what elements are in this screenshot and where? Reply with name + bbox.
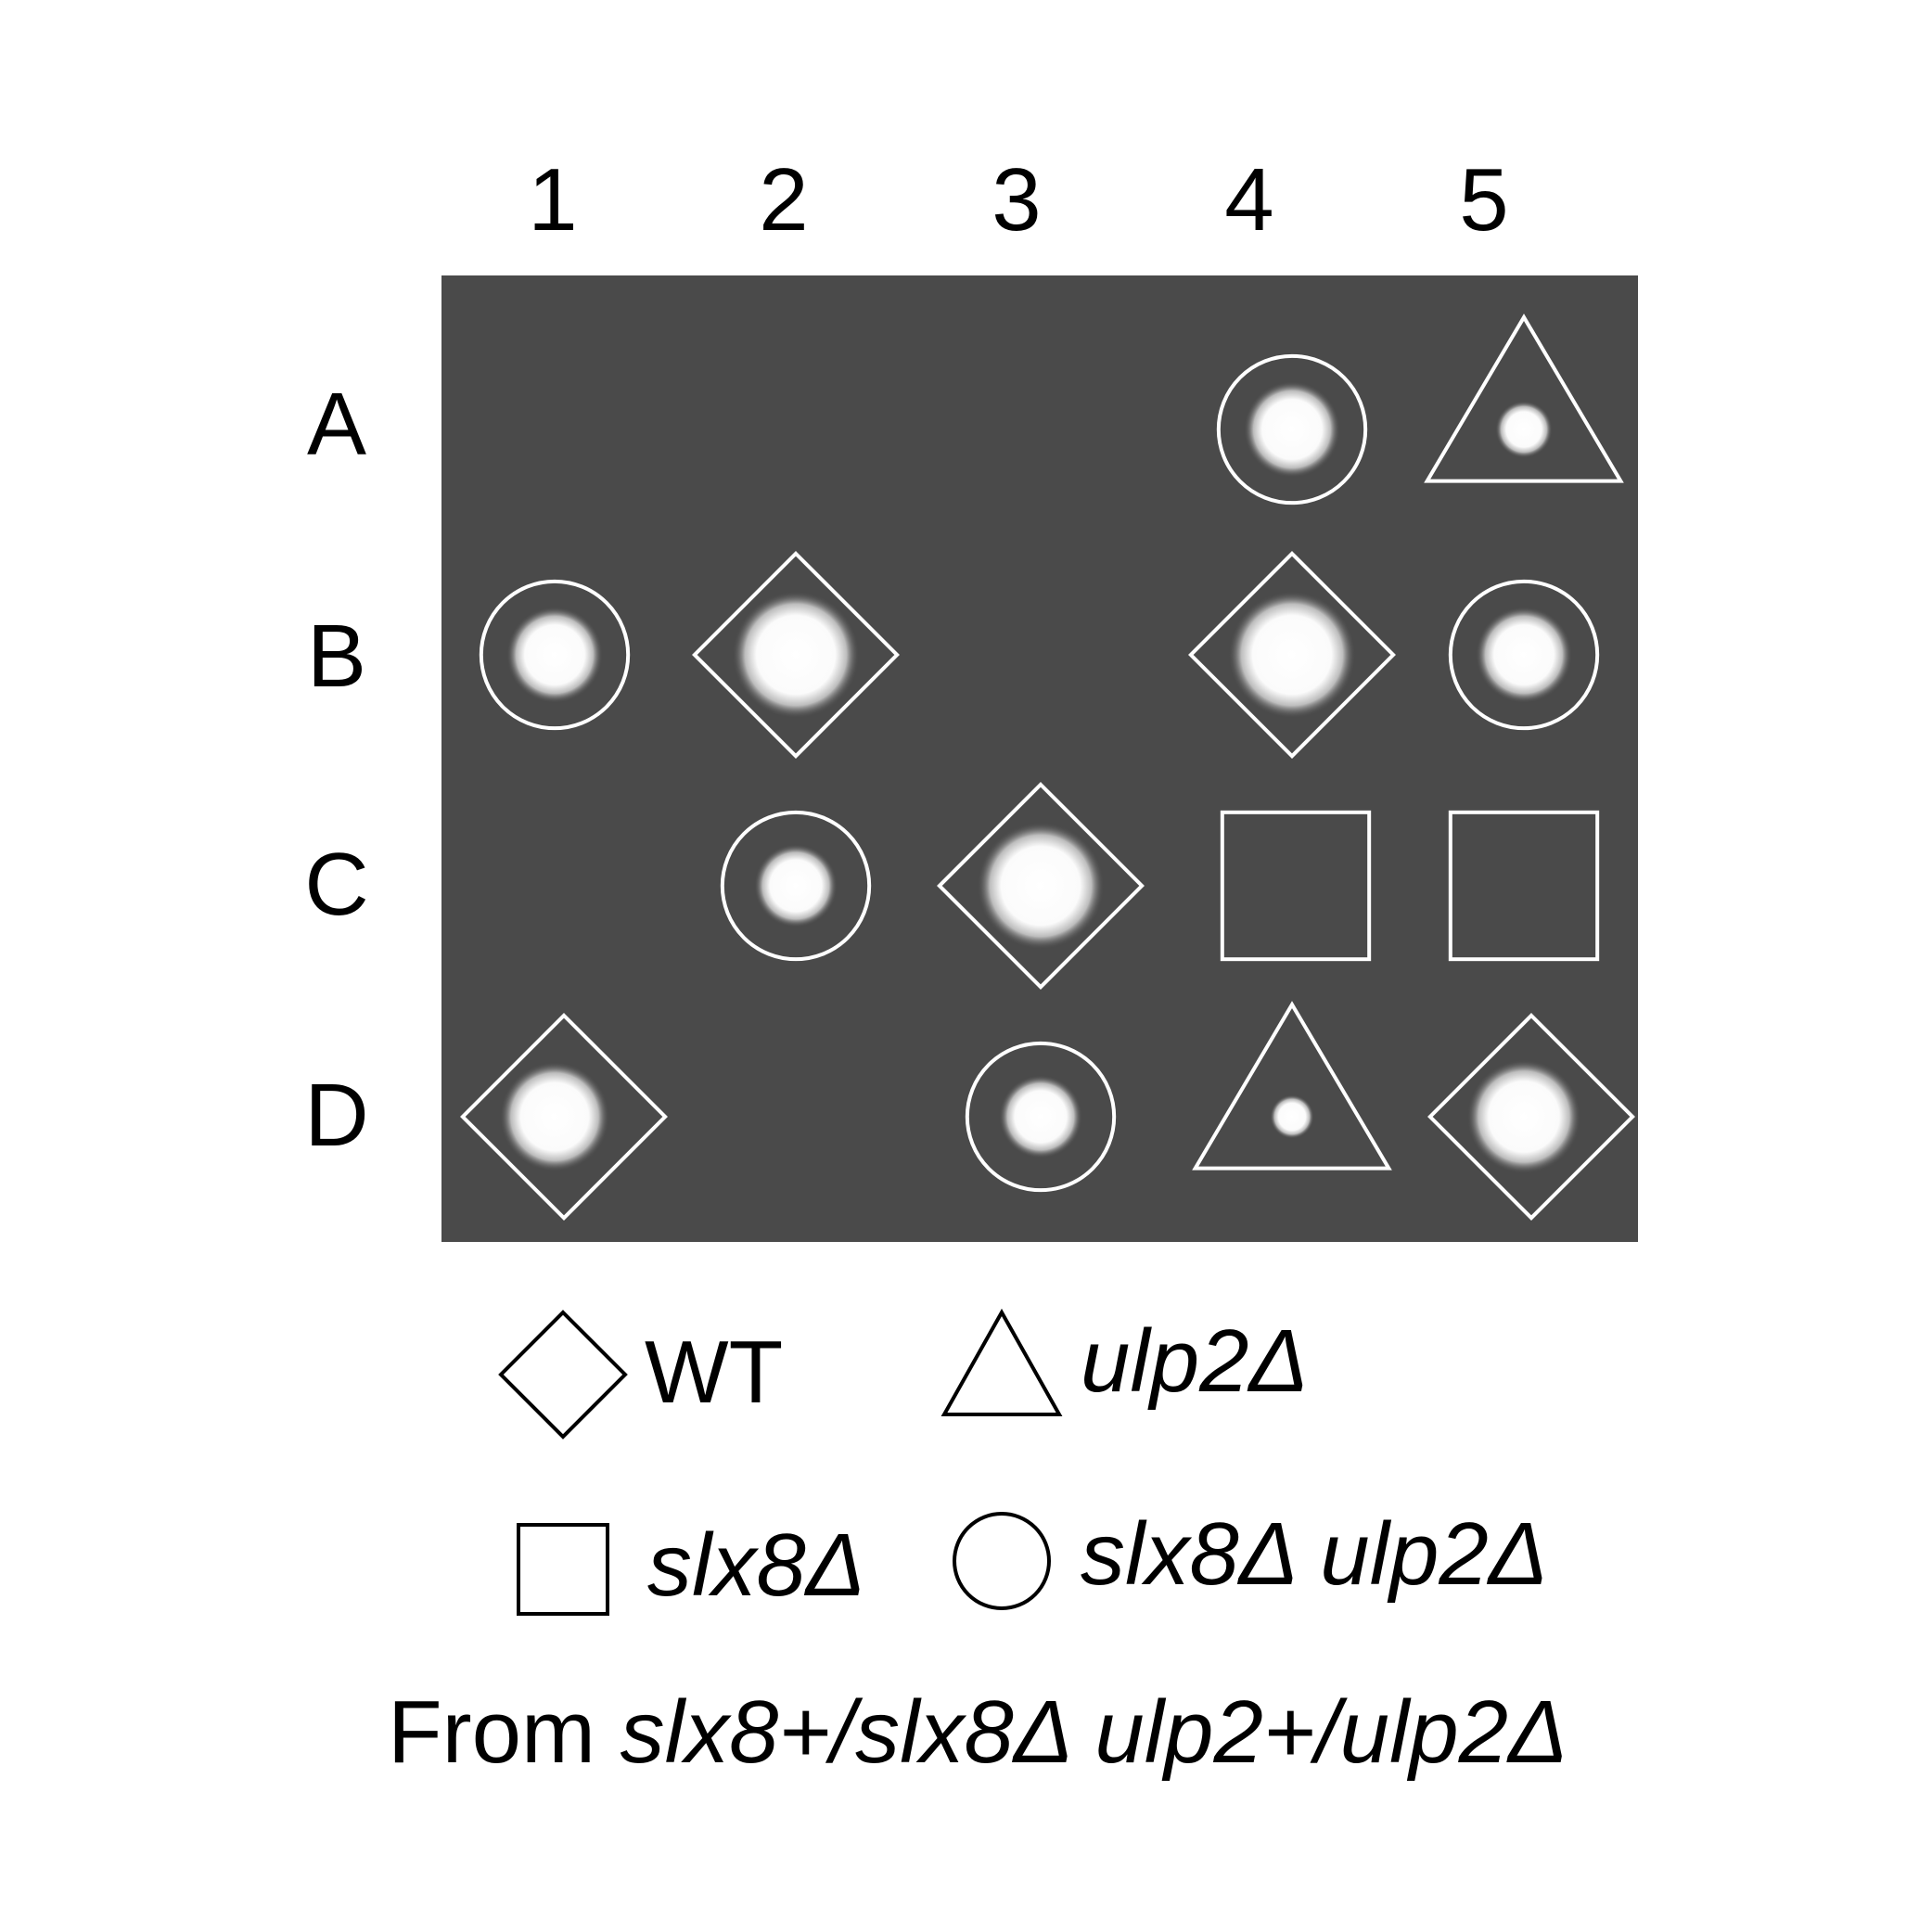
colony-B2 (732, 591, 860, 719)
legend-label-ulp2: ulp2Δ (1081, 1311, 1309, 1411)
legend-triangle-icon (940, 1308, 1063, 1416)
marker-diamond-B4 (1188, 551, 1396, 759)
colony-C2 (754, 844, 838, 928)
row-label-A: A (306, 375, 367, 474)
marker-diamond-B2 (692, 551, 900, 759)
marker-circle-C2 (720, 810, 872, 962)
colony-C3 (977, 822, 1105, 950)
caption-prefix: From (388, 1683, 621, 1782)
marker-diamond-D5 (1427, 1013, 1635, 1221)
legend-diamond-icon (498, 1310, 628, 1439)
caption: From slx8+/slx8Δ ulp2+/ulp2Δ (388, 1688, 1567, 1777)
legend-label-wt: WT (645, 1323, 784, 1422)
colony-B4 (1228, 591, 1356, 719)
marker-circle-B1 (479, 579, 631, 731)
marker-triangle-A5 (1424, 313, 1624, 483)
colony-B5 (1476, 607, 1572, 703)
marker-square-C5 (1448, 810, 1600, 962)
column-label-3: 3 (992, 150, 1042, 249)
caption-genotype: slx8+/slx8Δ ulp2+/ulp2Δ (620, 1683, 1568, 1782)
column-label-1: 1 (528, 150, 578, 249)
row-label-B: B (306, 607, 367, 706)
legend-label-slx8: slx8Δ (647, 1516, 866, 1615)
row-label-C: C (304, 835, 369, 934)
column-label-2: 2 (759, 150, 809, 249)
marker-diamond-D1 (460, 1013, 668, 1221)
colony-A5 (1495, 401, 1553, 458)
marker-diamond-C3 (937, 782, 1145, 990)
row-label-D: D (304, 1066, 369, 1165)
colony-D5 (1466, 1059, 1581, 1174)
colony-D3 (999, 1075, 1082, 1158)
colony-D1 (500, 1062, 609, 1171)
colony-D4 (1270, 1094, 1314, 1139)
marker-circle-A4 (1216, 353, 1368, 505)
marker-square-C4 (1220, 810, 1372, 962)
legend-circle-icon (953, 1512, 1051, 1610)
marker-circle-B5 (1448, 579, 1600, 731)
marker-circle-D3 (965, 1041, 1117, 1193)
legend-square-icon (517, 1523, 609, 1616)
column-label-4: 4 (1224, 150, 1274, 249)
marker-triangle-D4 (1192, 1001, 1392, 1171)
column-label-5: 5 (1459, 150, 1509, 249)
legend-label-slx8-ulp2: slx8Δ ulp2Δ (1081, 1504, 1549, 1604)
colony-A4 (1244, 381, 1340, 478)
colony-B1 (506, 607, 603, 703)
